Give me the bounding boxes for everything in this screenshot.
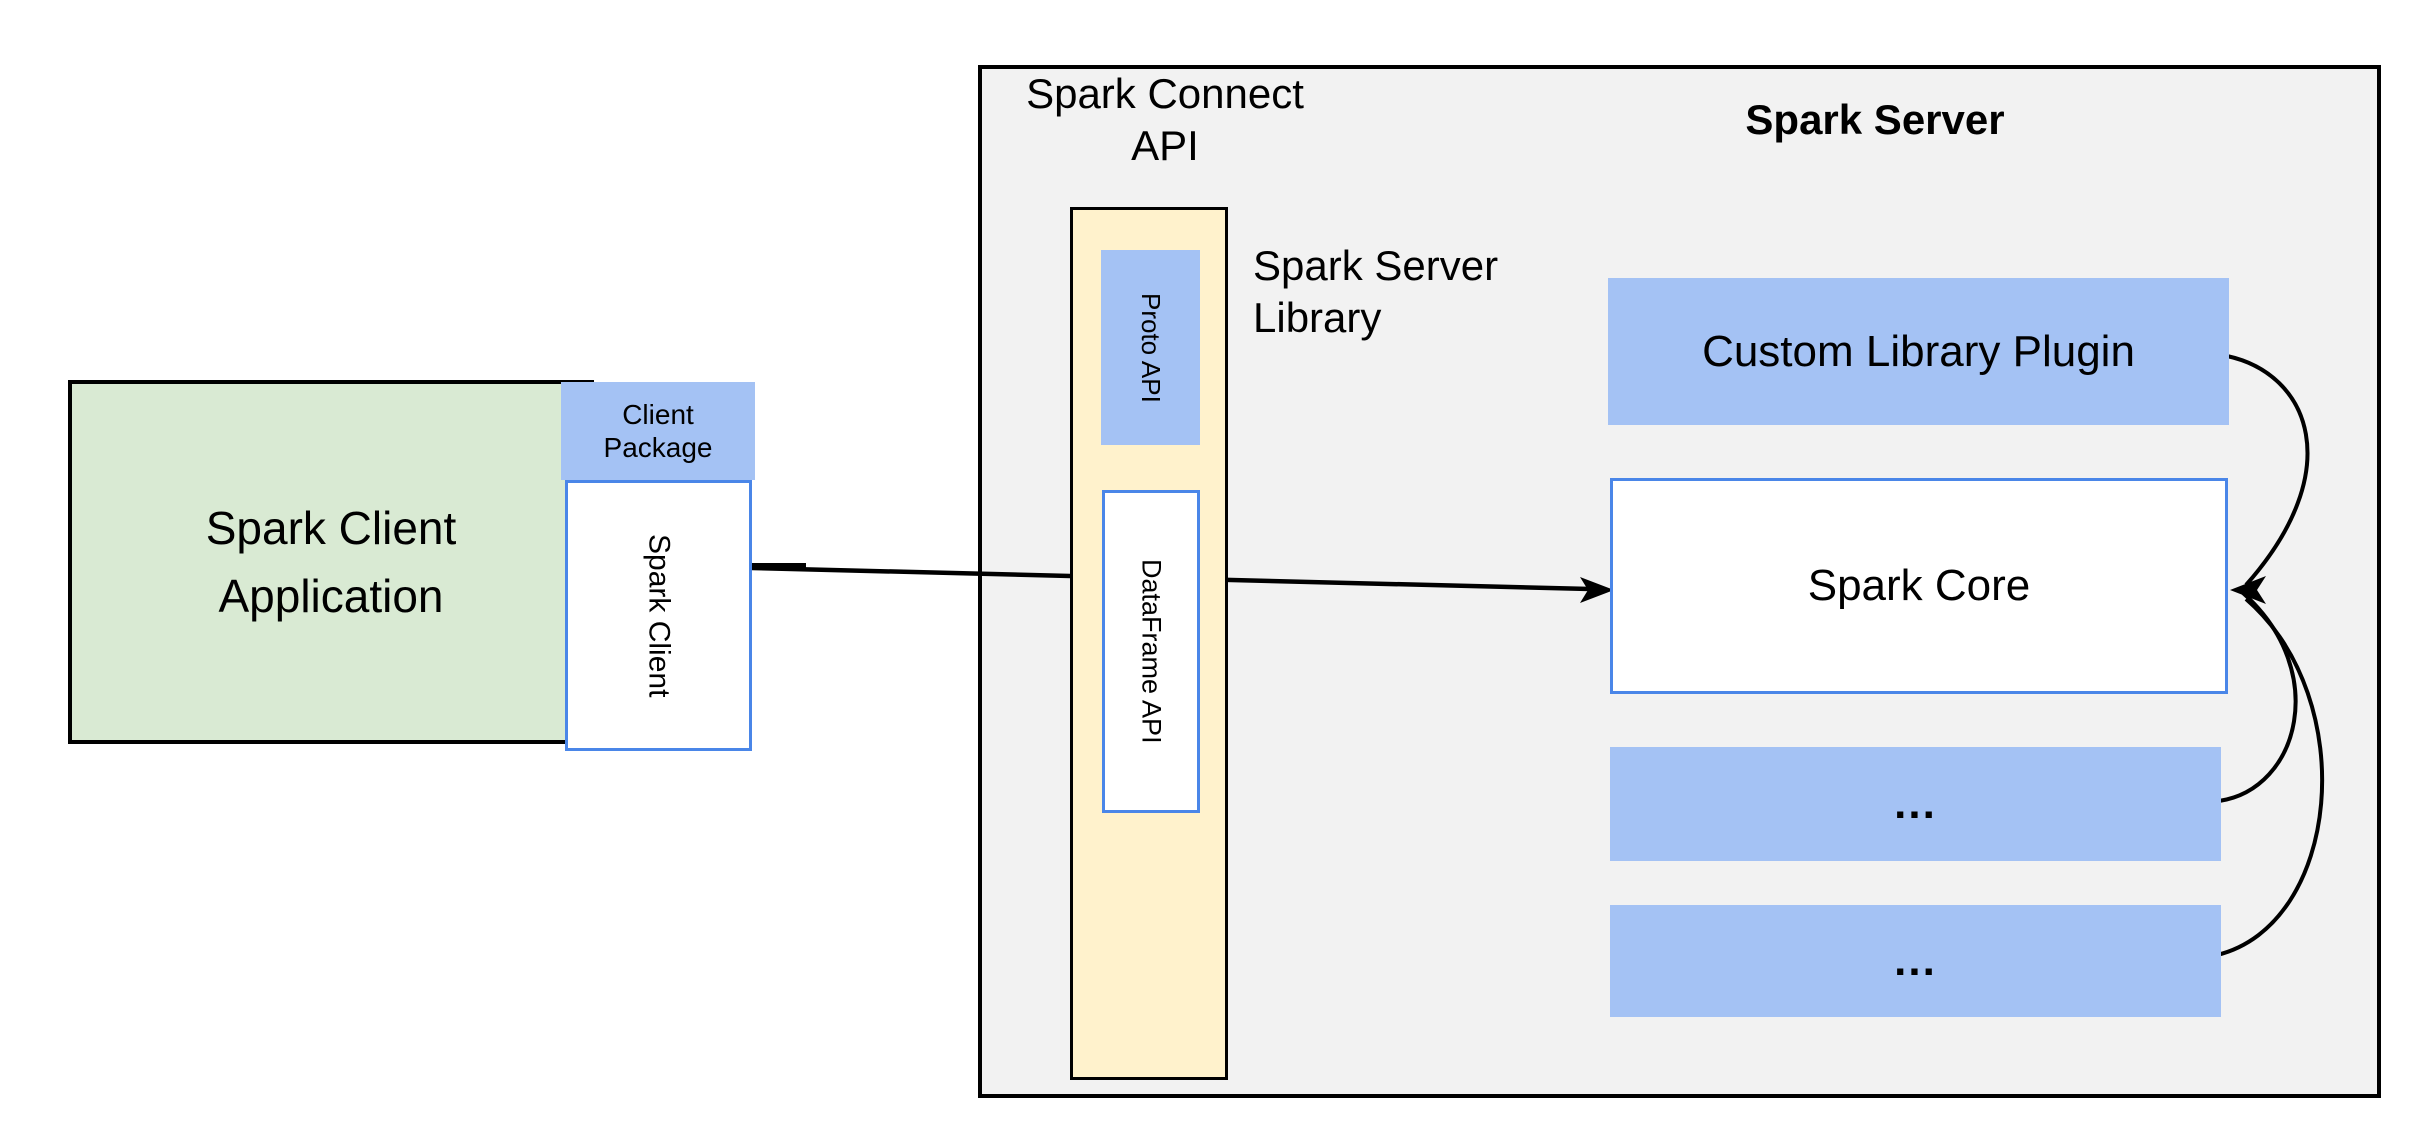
spark-client-application-label: Spark Client Application (205, 502, 457, 622)
spark-client-label: Spark Client (642, 533, 676, 698)
plugin-to-core-connector (2226, 354, 2310, 587)
dataframe-api-box: DataFrame API (1102, 490, 1200, 813)
spark-client-application-box: Spark Client Application (68, 380, 594, 744)
more-plugins-box-2: ... (1610, 905, 2221, 1017)
more-plugins-box-1: ... (1610, 747, 2221, 861)
client-to-core-arrowhead-icon (1580, 577, 1614, 603)
spark-server-library-label: Spark Server Library (1253, 242, 1499, 341)
custom-library-plugin-label: Custom Library Plugin (1702, 326, 2135, 376)
more-plugins-label-1: ... (1894, 779, 1937, 828)
spark-server-title: Spark Server (1745, 96, 2005, 143)
proto-api-label: Proto API (1136, 292, 1166, 403)
dataframe-api-label: DataFrame API (1136, 559, 1167, 744)
client-package-label: Client Package (603, 399, 713, 463)
more1-to-core-connector (2218, 591, 2298, 803)
custom-library-plugin-box: Custom Library Plugin (1608, 278, 2229, 425)
more2-to-core-connector (2216, 597, 2325, 957)
more-plugins-label-2: ... (1894, 936, 1937, 985)
proto-api-box: Proto API (1101, 250, 1200, 445)
plugins-to-core-arrowhead-icon (2230, 576, 2266, 604)
client-package-box: Client Package (561, 382, 755, 480)
spark-connect-api-label: Spark Connect API (1026, 70, 1304, 169)
spark-core-label: Spark Core (1807, 561, 2031, 610)
spark-client-box: Spark Client (565, 480, 752, 751)
spark-core-box: Spark Core (1610, 478, 2228, 694)
